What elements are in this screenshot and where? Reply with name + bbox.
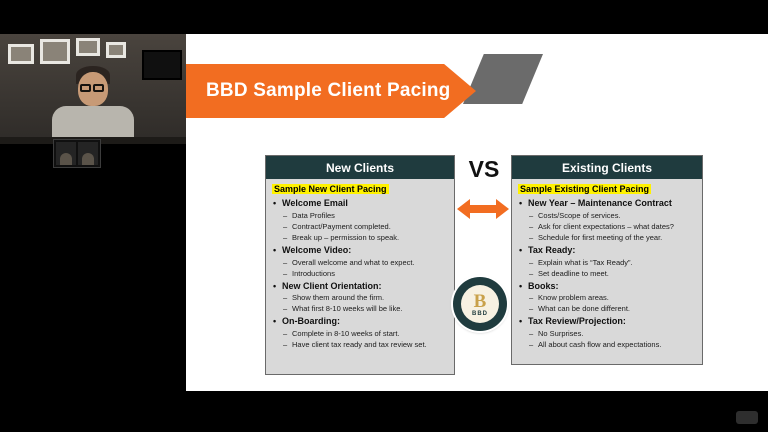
bullet-item: Tax Ready: xyxy=(518,245,696,256)
column-subtitle: Sample New Client Pacing xyxy=(272,184,448,194)
double-arrow-icon xyxy=(457,199,509,219)
column-header-label: New Clients xyxy=(325,160,394,175)
presenter-webcam[interactable] xyxy=(0,34,186,144)
sub-bullet-item: What first 8-10 weeks will be like. xyxy=(272,304,448,313)
sub-bullet-item: Costs/Scope of services. xyxy=(518,211,696,220)
sub-bullet-item: Schedule for first meeting of the year. xyxy=(518,233,696,242)
sub-bullet-item: Ask for client expectations – what dates… xyxy=(518,222,696,231)
wall-frame xyxy=(8,44,34,64)
watermark-logo xyxy=(736,411,758,424)
sub-bullet-item: Introductions xyxy=(272,269,448,278)
participant-thumbnail[interactable] xyxy=(78,142,98,165)
bullet-item: Tax Review/Projection: xyxy=(518,316,696,327)
sub-bullet-item: Overall welcome and what to expect. xyxy=(272,258,448,267)
column-header-label: Existing Clients xyxy=(561,160,653,175)
title-banner: BBD Sample Client Pacing xyxy=(186,64,476,118)
bullet-item: New Year – Maintenance Contract xyxy=(518,198,696,209)
participant-thumbnails[interactable] xyxy=(53,139,101,168)
participant-thumbnail[interactable] xyxy=(56,142,76,165)
wall-frame xyxy=(76,38,100,56)
column-subtitle-highlight: Sample New Client Pacing xyxy=(272,184,389,194)
bullet-item: On-Boarding: xyxy=(272,316,448,327)
column-header: Existing Clients xyxy=(512,156,702,179)
existing-clients-panel: Existing Clients Sample Existing Client … xyxy=(511,155,703,365)
sub-bullet-item: No Surprises. xyxy=(518,329,696,338)
glasses-icon xyxy=(80,84,104,92)
sub-bullet-item: Show them around the firm. xyxy=(272,293,448,302)
sub-bullet-item: Have client tax ready and tax review set… xyxy=(272,340,448,349)
bbd-logo-inner: B BBD xyxy=(461,285,499,323)
column-body: Sample New Client PacingWelcome EmailDat… xyxy=(266,179,454,374)
bullet-item: New Client Orientation: xyxy=(272,281,448,292)
column-subtitle-highlight: Sample Existing Client Pacing xyxy=(518,184,652,194)
bbd-logo-monogram: B xyxy=(473,290,487,312)
sub-bullet-item: What can be done different. xyxy=(518,304,696,313)
vs-label: VS xyxy=(468,156,500,182)
wall-monitor xyxy=(142,50,182,80)
column-body: Sample Existing Client PacingNew Year – … xyxy=(512,179,702,364)
sub-bullet-item: Contract/Payment completed. xyxy=(272,222,448,231)
slide-title: BBD Sample Client Pacing xyxy=(206,80,451,101)
bullet-item: Books: xyxy=(518,281,696,292)
bullet-item: Welcome Video: xyxy=(272,245,448,256)
bbd-logo: B BBD xyxy=(453,277,507,331)
wall-frame xyxy=(40,39,70,64)
new-clients-panel: New Clients Sample New Client PacingWelc… xyxy=(265,155,455,375)
column-subtitle: Sample Existing Client Pacing xyxy=(518,184,696,194)
sub-bullet-item: Explain what is “Tax Ready”. xyxy=(518,258,696,267)
column-header: New Clients xyxy=(266,156,454,179)
sub-bullet-item: All about cash flow and expectations. xyxy=(518,340,696,349)
presentation-slide: BBD Sample Client Pacing VS New Clients … xyxy=(186,34,768,391)
sub-bullet-item: Data Profiles xyxy=(272,211,448,220)
bullet-item: Welcome Email xyxy=(272,198,448,209)
sub-bullet-item: Set deadline to meet. xyxy=(518,269,696,278)
sub-bullet-item: Know problem areas. xyxy=(518,293,696,302)
wall-frame xyxy=(106,42,126,58)
decorative-hexagon xyxy=(463,54,543,104)
sub-bullet-item: Break up – permission to speak. xyxy=(272,233,448,242)
sub-bullet-item: Complete in 8-10 weeks of start. xyxy=(272,329,448,338)
bbd-logo-text: BBD xyxy=(472,310,488,317)
